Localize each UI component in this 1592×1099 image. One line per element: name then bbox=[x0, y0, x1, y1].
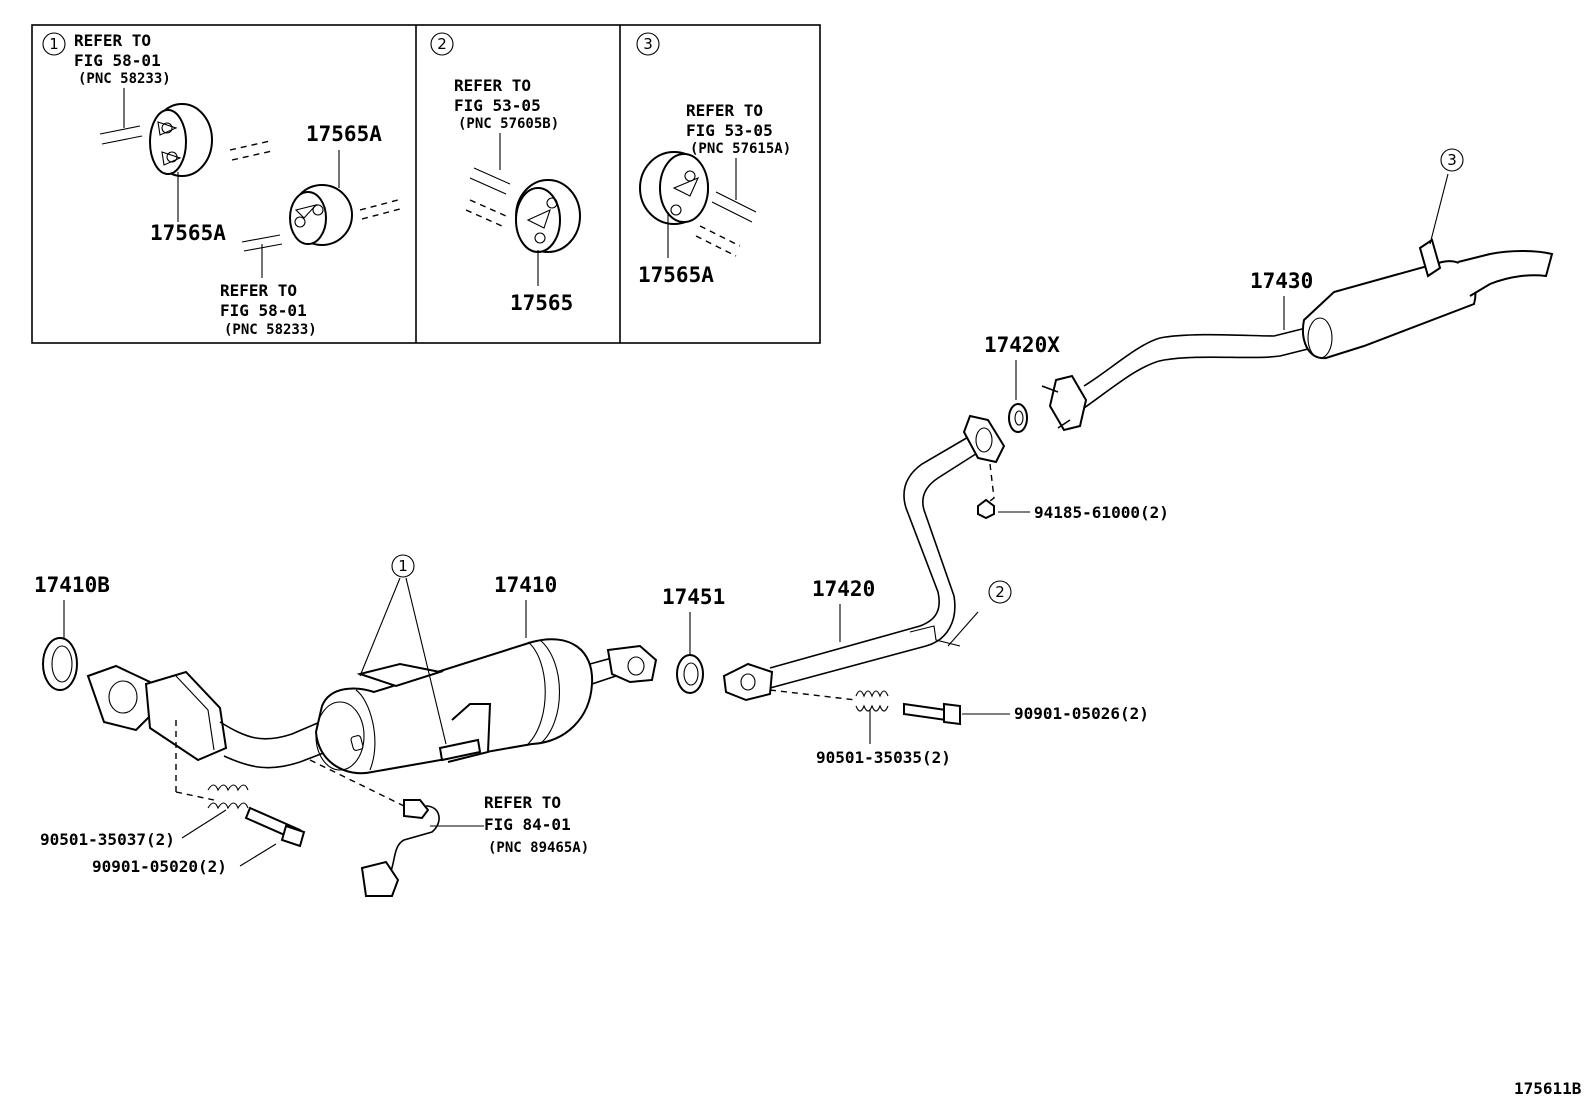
label-17420: 17420 bbox=[812, 577, 875, 601]
panel-3-number-circle bbox=[636, 32, 660, 56]
label-17451: 17451 bbox=[662, 585, 725, 609]
center-pipe-17420 bbox=[722, 414, 1006, 702]
panel-1-ref2-line2: FIG 58-01 bbox=[220, 301, 307, 320]
label-90901-05026: 90901-05026(2) bbox=[1014, 704, 1149, 723]
panel-1-ref-line1: REFER TO bbox=[74, 31, 151, 50]
panel-2-ref-line1: REFER TO bbox=[454, 76, 531, 95]
panel-3-rod-bottom bbox=[695, 225, 741, 257]
panel-1-ref-line2: FIG 58-01 bbox=[74, 51, 161, 70]
panel-3-rod-top bbox=[711, 191, 757, 223]
panel-1-ref-line3: (PNC 58233) bbox=[78, 71, 171, 87]
panel-1-label-b: 17565A bbox=[306, 122, 382, 146]
inset-panel-3: 3 REFER TO FIG 53-05 (PNC 57615A) 17565A bbox=[636, 32, 791, 287]
panel-1-label-a: 17565A bbox=[150, 221, 226, 245]
panel-1-ref2-line3: (PNC 58233) bbox=[224, 322, 317, 338]
flange-nut bbox=[977, 463, 995, 520]
front-converter-17410 bbox=[86, 638, 658, 775]
inset-panel-1: 1 REFER TO FIG 58-01 (PNC 58233) 17565A bbox=[42, 31, 401, 338]
panel-1-rod-upper bbox=[359, 199, 401, 220]
panel-2-rod-bottom bbox=[465, 199, 507, 227]
label-90501-35035: 90501-35035(2) bbox=[816, 748, 951, 767]
panel-3-number: 3 bbox=[643, 35, 653, 53]
callout-2: 2 bbox=[988, 580, 1012, 604]
hanger-inset: 1 REFER TO FIG 58-01 (PNC 58233) 17565A bbox=[31, 24, 821, 344]
callout-1-circle bbox=[391, 554, 415, 578]
panel-1-rod-right bbox=[229, 140, 273, 161]
label-17410B: 17410B bbox=[34, 573, 110, 597]
callout-1: 1 bbox=[359, 554, 447, 745]
sensor-ref-line2: FIG 84-01 bbox=[484, 815, 571, 834]
callout-2-circle bbox=[988, 580, 1012, 604]
panel-2-label: 17565 bbox=[510, 291, 573, 315]
callout-3-circle bbox=[1440, 148, 1464, 172]
label-17430: 17430 bbox=[1250, 269, 1313, 293]
panel-3-label: 17565A bbox=[638, 263, 714, 287]
callout-3-number: 3 bbox=[1447, 151, 1457, 169]
panel-2-number: 2 bbox=[437, 35, 447, 53]
panel-2-number-circle bbox=[430, 32, 454, 56]
hanger-17565 bbox=[515, 179, 581, 253]
panel-1-rod-lower bbox=[241, 234, 283, 252]
hanger-17565A-c bbox=[639, 151, 709, 225]
label-17420X: 17420X bbox=[984, 333, 1060, 357]
hanger-17565A-b bbox=[289, 184, 353, 246]
panel-1-number-circle bbox=[42, 32, 66, 56]
panel-1-number: 1 bbox=[49, 35, 59, 53]
gasket-17410B bbox=[42, 637, 78, 691]
gasket-17451 bbox=[676, 654, 704, 694]
callout-1-number: 1 bbox=[398, 557, 408, 575]
panel-2-ref-line2: FIG 53-05 bbox=[454, 96, 541, 115]
label-94185-61000: 94185-61000(2) bbox=[1034, 503, 1169, 522]
panel-2-rod-top bbox=[469, 167, 511, 195]
label-17410: 17410 bbox=[494, 573, 557, 597]
middle-spring-bolt bbox=[769, 689, 961, 726]
figure-id: 175611B bbox=[1514, 1079, 1582, 1098]
panel-1-ref2-line1: REFER TO bbox=[220, 281, 297, 300]
label-90501-35037: 90501-35037(2) bbox=[40, 830, 175, 849]
tailpipe-muffler-17430 bbox=[1041, 173, 1554, 432]
label-90901-05020: 90901-05020(2) bbox=[92, 857, 227, 876]
panel-2-ref-line3: (PNC 57605B) bbox=[458, 116, 559, 132]
label-90501-35037-leader bbox=[181, 809, 227, 839]
inset-frame bbox=[31, 24, 821, 344]
gasket-17420X bbox=[1008, 403, 1028, 433]
sensor-ref-line3: (PNC 89465A) bbox=[488, 840, 589, 856]
front-spring-bolt bbox=[175, 720, 306, 848]
hanger-17565A-a bbox=[149, 103, 213, 177]
callout-3: 3 bbox=[1440, 148, 1464, 172]
oxygen-sensor bbox=[309, 759, 484, 897]
panel-3-ref-line3: (PNC 57615A) bbox=[690, 141, 791, 157]
label-90901-05020-leader bbox=[239, 843, 277, 867]
callout-2-number: 2 bbox=[995, 583, 1005, 601]
sensor-ref-line1: REFER TO bbox=[484, 793, 561, 812]
panel-3-ref-line2: FIG 53-05 bbox=[686, 121, 773, 140]
inset-panel-2: 2 REFER TO FIG 53-05 (PNC 57605B) 17565 bbox=[430, 32, 581, 315]
panel-1-rod-left bbox=[99, 125, 143, 145]
panel-3-ref-line1: REFER TO bbox=[686, 101, 763, 120]
